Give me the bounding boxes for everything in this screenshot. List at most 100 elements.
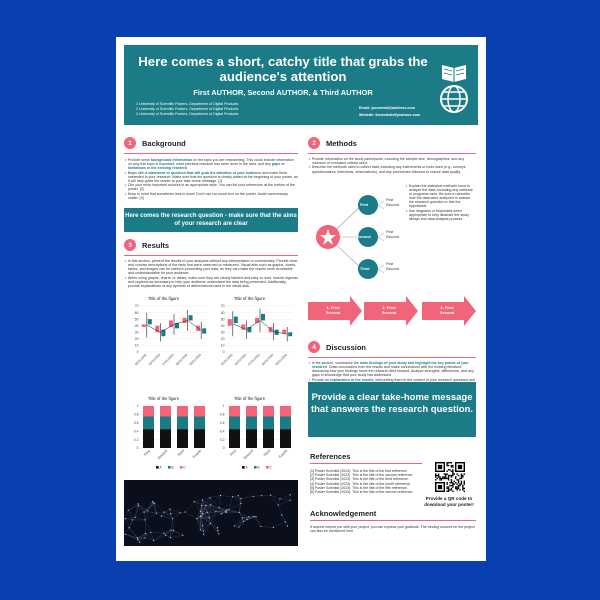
email[interactable]: Email: youremail@address.com [359,106,415,110]
stacked-bar-segment [246,406,257,417]
network-node [277,504,279,506]
network-edge [196,511,201,519]
x-tick-label: 05/01/2020 [134,353,148,367]
qr-module [437,473,440,475]
x-tick-label: 09/01/2020 [274,353,288,367]
qr-module [455,482,457,484]
qr-module [457,479,460,481]
network-node [255,516,257,518]
divider [310,520,476,521]
legend-label: B [171,466,174,470]
network-edge [200,516,210,519]
network-edge [219,507,222,514]
qr-finder [457,464,463,470]
methods-side-bullets: Explain the statistical methods used to … [405,184,476,221]
network-node [240,502,242,505]
qr-code-icon[interactable] [435,462,465,492]
stacked-bar-segment [177,416,188,430]
candle-bar [227,319,232,326]
references-list: [1] Poster Scientist (2023). This is the… [310,469,413,494]
bullet: In the section, summarize the main findi… [308,361,476,377]
candle-bar [141,324,146,328]
network-edge [232,495,239,497]
figure-title-2: Title of the figure [234,296,266,301]
network-edge [209,511,216,518]
network-edge [194,499,203,502]
qr-module [445,476,447,478]
network-edge [234,521,244,527]
section-number: 2 [308,137,320,149]
network-edge [202,499,208,513]
network-edge [239,503,242,513]
network-edge [279,494,291,499]
y-tick-label: 0.8 [134,413,139,417]
y-tick-label: 50 [135,317,139,321]
y-tick-label: 60 [135,311,139,315]
network-edge [185,501,195,513]
website[interactable]: Website: thewebsiteifyouhave.com [359,112,421,117]
network-edge [144,502,154,513]
qr-module [455,477,457,480]
network-edge [238,521,244,528]
network-edge [153,535,166,541]
background-bullets: Provide some background information on t… [124,158,298,200]
network-node [240,498,242,500]
network-edge [144,533,146,538]
qr-module [450,484,453,487]
stacked-bar-segment [194,406,205,417]
network-node [225,511,227,514]
qr-module [460,482,463,484]
network-edge [200,516,203,526]
network-edge [226,510,240,513]
x-tick-label: First [143,449,151,457]
stacked-bar-segment [177,406,188,417]
qr-module [463,473,465,475]
x-tick-label: 06/01/2020 [148,353,162,367]
hub-node-third [358,259,378,279]
qr-module [450,489,453,491]
y-tick-label: 30 [221,330,225,334]
qr-module [452,474,454,477]
qr-module [457,482,460,484]
network-edge [225,511,240,513]
network-edge [209,513,222,518]
network-node [215,511,217,513]
network-node [127,509,129,511]
y-tick-label: 60 [221,311,225,315]
stacked-bar-segment [160,416,171,430]
stacked-bar-segment [143,416,154,430]
network-edge [128,505,139,511]
stacked-bar-segment [143,406,154,417]
network-node [144,519,146,521]
network-edge [144,510,148,520]
network-edge [202,517,210,526]
network-node [172,518,174,520]
qr-module [457,486,460,488]
candle-bar [188,315,193,321]
qr-module [436,474,438,477]
legend-swatch [242,466,245,469]
network-node [201,525,204,527]
network-edge [239,512,249,518]
network-edge [209,495,221,498]
network-node [196,518,198,520]
network-edge [153,533,165,541]
network-edge [194,501,201,512]
candle-bar [247,327,252,333]
network-node [124,533,127,535]
network-node [206,511,208,513]
network-edge [273,521,286,528]
y-tick-label: 0 [137,446,139,450]
network-edge [144,537,154,541]
network-edge [170,518,173,531]
affiliations: 1 University of Scientific Posters, Depa… [136,102,238,117]
hub-sub-first: First Second [386,198,399,207]
network-edge [200,525,203,530]
network-node [201,499,203,501]
qr-module [446,483,448,485]
bullet: Begin with a statement or question that … [124,171,298,183]
y-tick-label: 10 [221,344,225,348]
